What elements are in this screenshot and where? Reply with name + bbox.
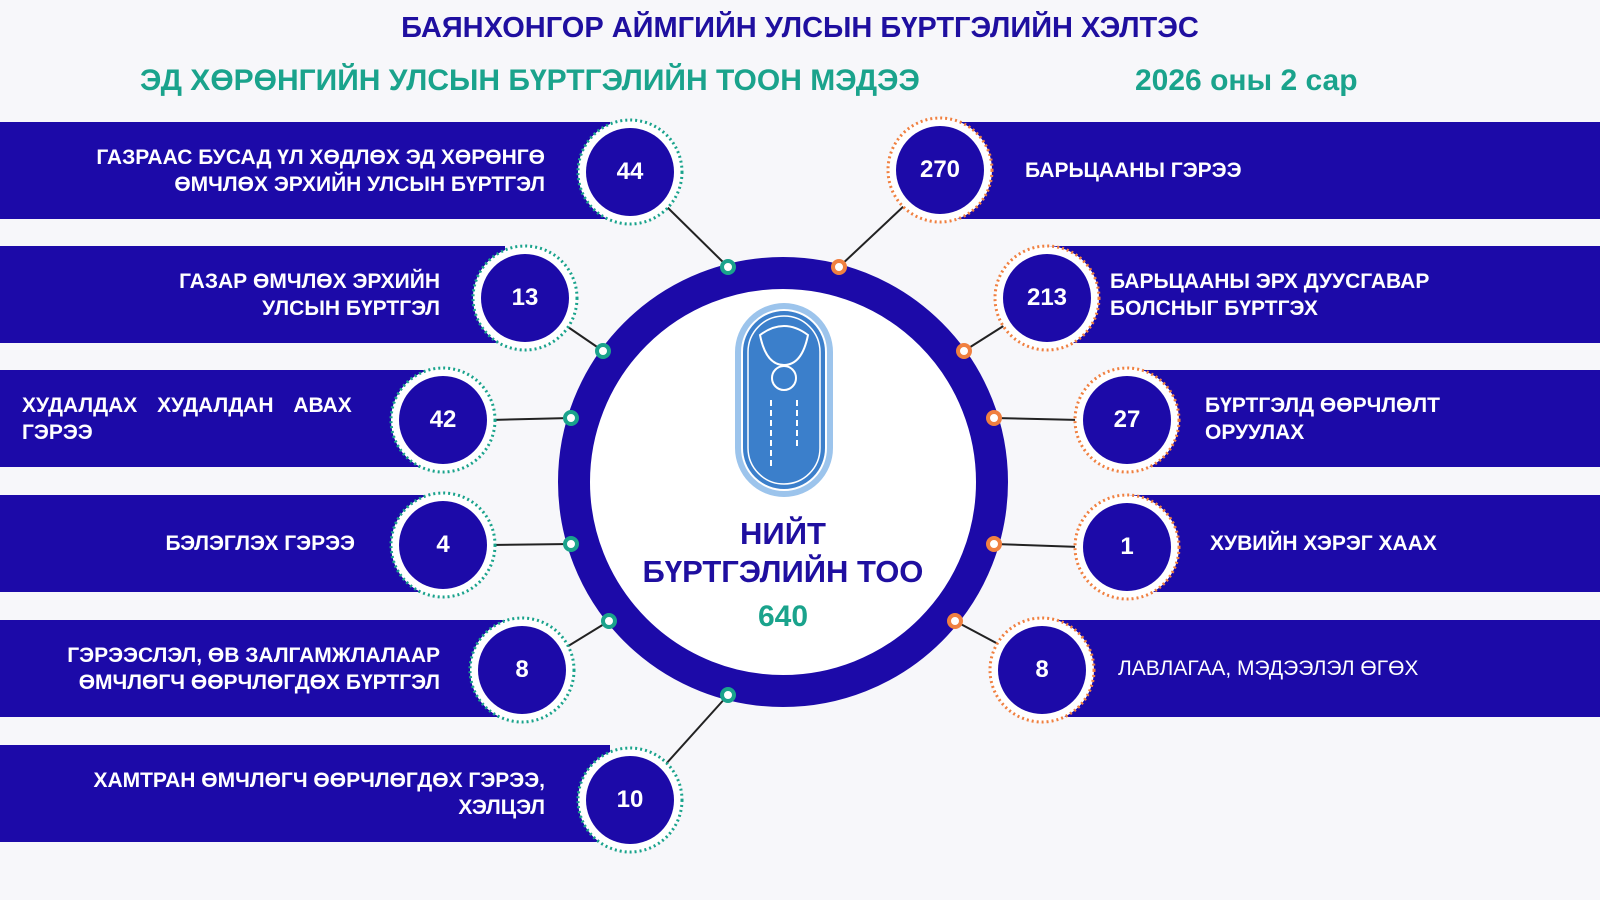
right-label-2: БАРЬЦААНЫ ЭРХ ДУУСГАВАР БОЛСНЫГ БҮРТГЭХ bbox=[1110, 269, 1430, 320]
left-value-2: 13 bbox=[511, 284, 539, 311]
right-value-4: 1 bbox=[1120, 533, 1134, 560]
left-value-3: 42 bbox=[429, 406, 457, 433]
left-label-3: ХУДАЛДАХ ХУДАЛДАН АВАХ ГЭРЭЭ bbox=[22, 393, 352, 444]
left-label-4: БЭЛЭГЛЭХ ГЭРЭЭ bbox=[165, 532, 356, 555]
right-label-4: ХУВИЙН ХЭРЭГ ХААХ bbox=[1210, 532, 1437, 555]
left-value-1: 44 bbox=[616, 158, 644, 185]
page-title: БАЯНХОНГОР АЙМГИЙН УЛСЫН БҮРТГЭЛИЙН ХЭЛТ… bbox=[401, 12, 1199, 44]
right-bar-5 bbox=[1045, 620, 1600, 717]
left-bar-2 bbox=[0, 246, 505, 343]
right-bar-3 bbox=[1125, 370, 1600, 467]
left-label-6: ХАМТРАН ӨМЧЛӨГЧ ӨӨРЧЛӨГДӨХ ГЭРЭЭ, ХЭЛЦЭЛ bbox=[93, 768, 545, 819]
right-value-5: 8 bbox=[1035, 656, 1049, 683]
right-label-1: БАРЬЦААНЫ ГЭРЭЭ bbox=[1025, 159, 1242, 182]
right-value-1: 270 bbox=[919, 156, 961, 183]
right-bar-4 bbox=[1125, 495, 1600, 592]
left-bar-3 bbox=[0, 370, 425, 467]
right-label-5: ЛАВЛАГАА, МЭДЭЭЛЭЛ ӨГӨХ bbox=[1118, 657, 1419, 680]
left-value-5: 8 bbox=[515, 656, 529, 683]
center-label: НИЙТ БҮРТГЭЛИЙН ТОО bbox=[642, 516, 924, 589]
left-bar-6 bbox=[0, 745, 610, 842]
left-label-5: ГЭРЭЭСЛЭЛ, ӨВ ЗАЛГАМЖЛАЛААР ӨМЧЛӨГЧ ӨӨРЧ… bbox=[67, 643, 440, 694]
page-subtitle: ЭД ХӨРӨНГИЙН УЛСЫН БҮРТГЭЛИЙН ТООН МЭДЭЭ bbox=[140, 64, 920, 97]
left-value-4: 4 bbox=[436, 531, 450, 558]
left-value-6: 10 bbox=[616, 786, 644, 813]
left-label-2: ГАЗАР ӨМЧЛӨХ ЭРХИЙН УЛСЫН БҮРТГЭЛ bbox=[179, 269, 440, 320]
left-bar-4 bbox=[0, 495, 425, 592]
right-bar-1 bbox=[940, 122, 1600, 219]
left-bar-1 bbox=[0, 122, 610, 219]
left-label-1: ГАЗРААС БУСАД ҮЛ ХӨДЛӨХ ЭД ХӨРӨНГӨ ӨМЧЛӨ… bbox=[96, 145, 545, 196]
left-bar-5 bbox=[0, 620, 505, 717]
right-bar-2 bbox=[1045, 246, 1600, 343]
right-value-2: 213 bbox=[1026, 284, 1068, 311]
right-label-3: БҮРТГЭЛД ӨӨРЧЛӨЛТ ОРУУЛАХ bbox=[1205, 393, 1440, 444]
center-total: 640 bbox=[757, 600, 809, 633]
right-value-3: 27 bbox=[1113, 406, 1141, 433]
emblem-logo bbox=[735, 303, 833, 497]
period: 2026 оны 2 сар bbox=[1135, 64, 1358, 97]
